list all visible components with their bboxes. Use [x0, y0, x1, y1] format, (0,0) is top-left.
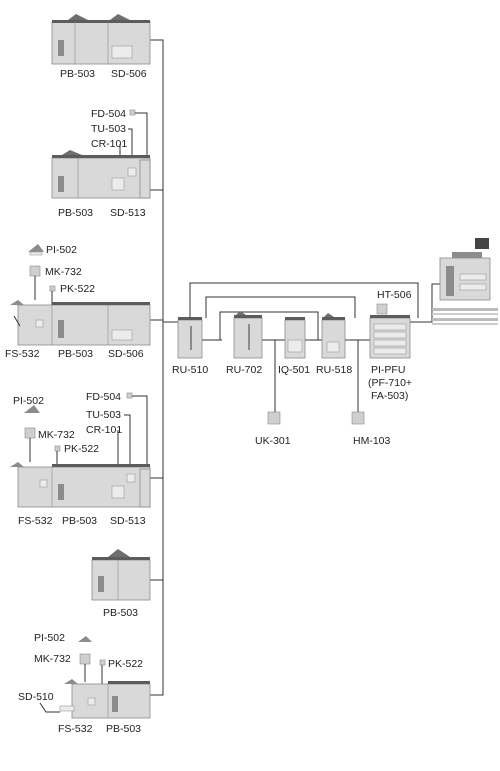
- connection-lines: [150, 39, 440, 696]
- label-pi502: PI-502: [34, 632, 65, 644]
- config-fs532-pb503-sd513: PI-502 MK-732 PK-522 FD-504 TU-503 CR-10…: [10, 391, 151, 527]
- label-pk522: PK-522: [108, 658, 143, 670]
- unit-hm103: HM-103: [351, 411, 391, 447]
- config-pb503: PB-503: [91, 549, 151, 619]
- label-pi502: PI-502: [46, 244, 77, 256]
- bypass-loop-inner: [219, 311, 319, 340]
- label-sd506: SD-506: [108, 348, 144, 360]
- main-engine-connector: [410, 283, 440, 323]
- config-pb503-sd513: FD-504 TU-503 CR-101 PB-503 SD-513: [51, 108, 151, 219]
- label-tu503: TU-503: [86, 409, 121, 421]
- label-mk732: MK-732: [45, 266, 82, 278]
- label-tu503: TU-503: [91, 123, 126, 135]
- label-ru510: RU-510: [172, 364, 208, 376]
- unit-ru518: RU-518: [316, 313, 352, 376]
- label-pb503: PB-503: [103, 607, 138, 619]
- label-pi-pfu: PI-PFU: [371, 364, 405, 376]
- label-fs532: FS-532: [18, 515, 53, 527]
- label-hm103: HM-103: [353, 435, 391, 447]
- label-fd504: FD-504: [91, 108, 126, 120]
- label-fa503: FA-503): [371, 390, 408, 402]
- config-pb503-sd506: PB-503 SD-506: [51, 14, 151, 80]
- config-sd510-fs532-pb503: PI-502 MK-732 PK-522 SD-510 FS-532 PB-50…: [18, 632, 151, 735]
- finisher-bus-line: [150, 39, 164, 696]
- unit-ru510: RU-510: [172, 317, 208, 376]
- label-cr101: CR-101: [91, 138, 127, 150]
- label-sd506: SD-506: [111, 68, 147, 80]
- label-pi502: PI-502: [13, 395, 44, 407]
- label-mk732: MK-732: [38, 429, 75, 441]
- label-mk732: MK-732: [34, 653, 71, 665]
- unit-pi-pfu: HT-506 PI-PFU (PF-710+ FA-503): [368, 289, 412, 402]
- label-iq501: IQ-501: [278, 364, 310, 376]
- label-ht506: HT-506: [377, 289, 412, 301]
- unit-iq501: IQ-501: [278, 317, 310, 376]
- unit-uk301: UK-301: [255, 411, 291, 447]
- label-sd513: SD-513: [110, 515, 146, 527]
- label-ru702: RU-702: [226, 364, 262, 376]
- label-sd513: SD-513: [110, 207, 146, 219]
- label-fs532: FS-532: [58, 723, 93, 735]
- label-pb503: PB-503: [58, 348, 93, 360]
- label-ru518: RU-518: [316, 364, 352, 376]
- unit-ru702: RU-702: [226, 311, 263, 376]
- label-pk522: PK-522: [64, 443, 99, 455]
- label-fs532: FS-532: [5, 348, 40, 360]
- label-pb503: PB-503: [60, 68, 95, 80]
- label-cr101: CR-101: [86, 424, 122, 436]
- label-pb503: PB-503: [106, 723, 141, 735]
- label-pk522: PK-522: [60, 283, 95, 295]
- label-fd504: FD-504: [86, 391, 121, 403]
- config-fs532-pb503-sd506: PI-502 MK-732 PK-522 FS-532 PB-503 SD-50…: [5, 244, 151, 360]
- label-pb503: PB-503: [62, 515, 97, 527]
- label-pf710: (PF-710+: [368, 377, 412, 389]
- control-panel-icon: [475, 238, 489, 249]
- bypass-loop-outer: [189, 282, 419, 318]
- label-pb503: PB-503: [58, 207, 93, 219]
- main-engine: [432, 238, 498, 325]
- label-uk301: UK-301: [255, 435, 291, 447]
- label-sd510: SD-510: [18, 691, 54, 703]
